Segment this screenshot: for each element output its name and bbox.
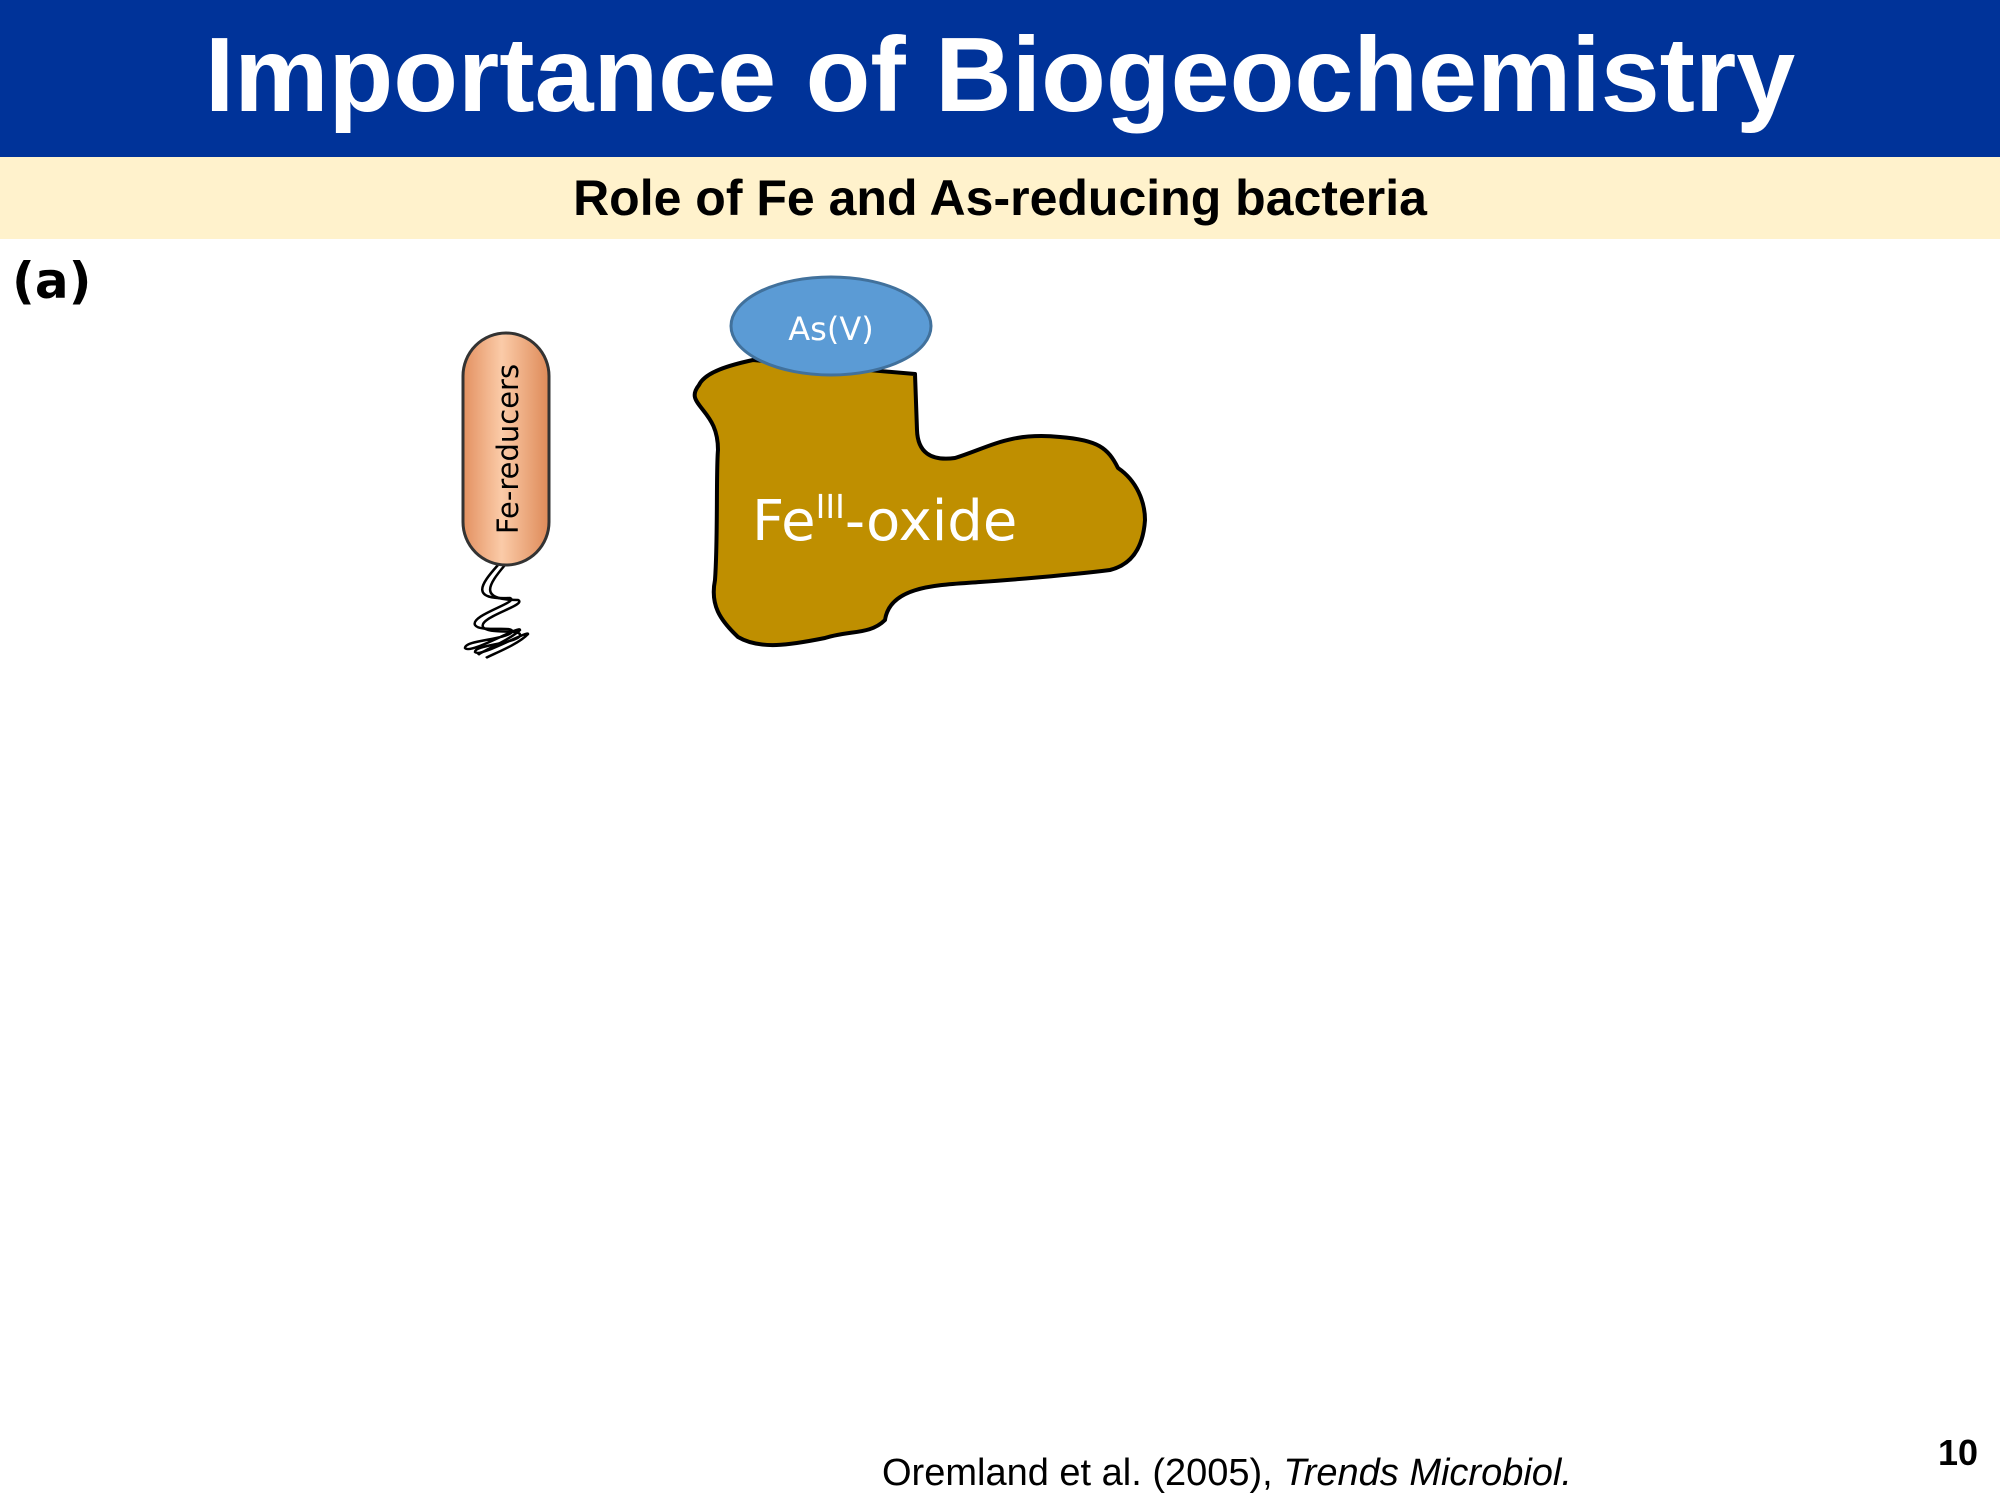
slide-subtitle: Role of Fe and As-reducing bacteria bbox=[573, 170, 1427, 226]
iron-oxide-label: FeIII-oxide bbox=[752, 487, 1017, 554]
panel-label: (a) bbox=[12, 252, 92, 310]
iron-oxide-label-suffix: -oxide bbox=[845, 489, 1017, 554]
flagellum bbox=[463, 564, 530, 660]
iron-oxide-label-base: Fe bbox=[752, 489, 816, 554]
arsenate-ellipse bbox=[729, 275, 933, 377]
citation: Oremland et al. (2005), Trends Microbiol… bbox=[882, 1452, 1572, 1495]
subtitle-bar: Role of Fe and As-reducing bacteria bbox=[0, 157, 2000, 239]
arsenate-label: As(V) bbox=[788, 310, 873, 348]
bacterium-cell bbox=[461, 331, 551, 567]
iron-oxide-particle bbox=[692, 358, 1147, 647]
iron-oxide-label-superscript: III bbox=[816, 487, 845, 526]
citation-authors: Oremland et al. (2005), bbox=[882, 1452, 1284, 1494]
citation-journal: Trends Microbiol. bbox=[1283, 1452, 1572, 1494]
slide-title: Importance of Biogeochemistry bbox=[204, 15, 1796, 134]
bacterium-label: Fe-reducers bbox=[491, 364, 525, 534]
page-number: 10 bbox=[1937, 1432, 1978, 1473]
title-bar: Importance of Biogeochemistry bbox=[0, 0, 2000, 157]
